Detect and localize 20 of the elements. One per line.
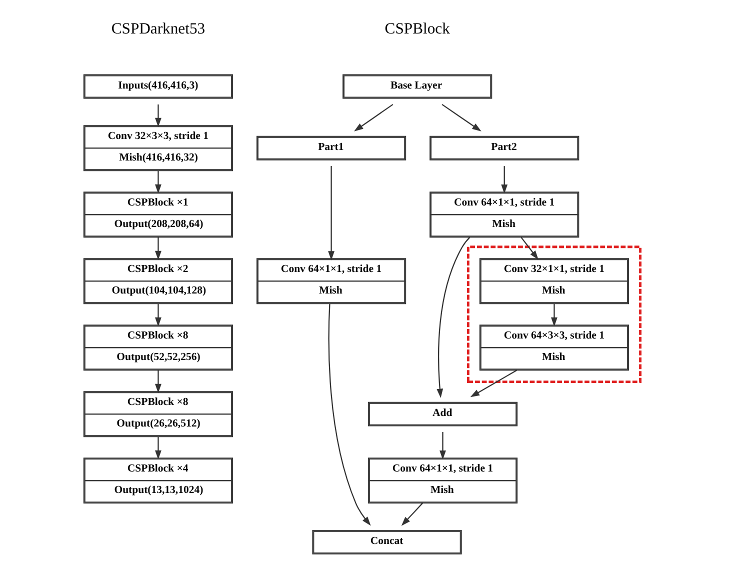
arrow xyxy=(155,104,162,128)
arrow xyxy=(155,370,162,394)
arrow xyxy=(155,436,162,460)
arrow xyxy=(155,304,162,327)
arrow xyxy=(551,304,558,327)
arrow xyxy=(436,236,470,398)
arrow xyxy=(440,432,446,460)
arrow xyxy=(520,237,538,260)
cluster xyxy=(466,246,642,384)
arrow xyxy=(155,237,162,260)
arrow xyxy=(328,166,335,260)
arrow xyxy=(501,166,508,194)
label: CSPBlock xyxy=(384,20,450,38)
arrow xyxy=(401,502,424,526)
arrow xyxy=(155,170,162,194)
label: CSPDarknet53 xyxy=(111,20,206,38)
arrow xyxy=(354,104,394,132)
arrow xyxy=(328,304,371,526)
arrow xyxy=(470,370,518,398)
arrow xyxy=(442,104,482,132)
